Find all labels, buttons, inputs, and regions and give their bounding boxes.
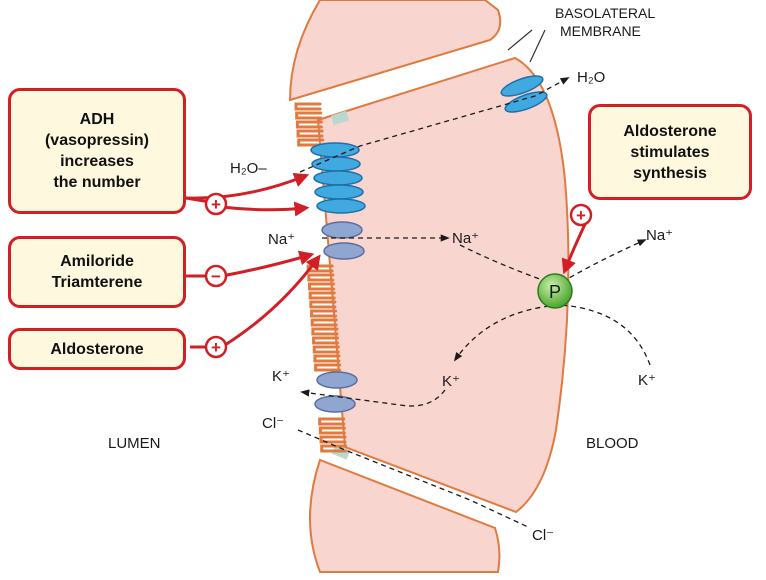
svg-text:+: +: [576, 206, 586, 225]
callout-line: the number: [53, 174, 141, 191]
basolateral-pointer-lines: [507, 29, 546, 63]
microvilli: [294, 102, 348, 453]
callout-line: increases: [60, 153, 134, 170]
sodium-to-pump-path: [459, 244, 549, 283]
callout-line: Aldosterone: [623, 122, 717, 140]
svg-text:−: −: [211, 267, 221, 286]
transport-paths: [297, 77, 651, 528]
potassium-channels: [314, 371, 358, 413]
minus-sign-amiloride: −: [204, 264, 228, 288]
upper-cell: [288, 0, 502, 102]
basolateral-aquaporin: [500, 75, 548, 113]
sodium-cell-label: Na⁺: [452, 230, 479, 247]
svg-text:+: +: [211, 195, 221, 214]
tight-junction-top: [330, 110, 350, 126]
callout-line: (vasopressin): [44, 132, 150, 149]
callout-line: Amiloride: [60, 253, 134, 270]
tubular-cell: [316, 56, 570, 514]
sodium-blood-label: Na⁺: [646, 227, 673, 244]
water-path: [299, 77, 570, 173]
potassium-out-path: [300, 389, 446, 407]
callout-line: Triamterene: [51, 274, 143, 291]
aldosterone-left-callout: Aldosterone: [8, 328, 186, 370]
lower-cell: [309, 458, 501, 573]
potassium-blood-label: K⁺: [638, 372, 656, 389]
chloride-path: [297, 429, 529, 528]
chloride-blood-label: Cl⁻: [532, 527, 554, 544]
basolateral-label-line1: BASOLATERAL: [555, 5, 655, 21]
sodium-channels: [321, 221, 365, 260]
lumen-label: LUMEN: [108, 435, 161, 452]
adh-callout: ADH (vasopressin) increases the number: [8, 88, 186, 214]
callout-line: ADH: [79, 111, 115, 128]
h2o-blood-label: H₂O: [577, 69, 605, 86]
aquaporin-channels: [310, 142, 366, 214]
aldosterone-right-callout: Aldosterone stimulates synthesis: [588, 104, 752, 200]
callout-line: Aldosterone: [50, 340, 144, 358]
svg-text:+: +: [211, 338, 221, 357]
callout-line: stimulates: [630, 143, 710, 161]
plus-sign-aldosterone-right: +: [569, 203, 593, 227]
plus-sign-aldosterone-left: +: [204, 335, 228, 359]
h2o-lumen-label: H₂O–: [230, 160, 267, 177]
plus-sign-adh: +: [204, 192, 228, 216]
chloride-lumen-label: Cl⁻: [262, 415, 284, 432]
basolateral-label-line2: MEMBRANE: [560, 23, 641, 39]
sodium-potassium-pump: P: [537, 273, 573, 309]
svg-text:P: P: [549, 282, 561, 302]
potassium-lumen-label: K⁺: [272, 368, 290, 385]
sodium-lumen-label: Na⁺: [268, 231, 295, 248]
regulatory-arrows: [185, 172, 588, 347]
blood-label: BLOOD: [586, 435, 639, 452]
potassium-cell-label: K⁺: [442, 373, 460, 390]
potassium-in-path: [453, 304, 651, 366]
sodium-out-path: [561, 239, 647, 283]
callout-line: synthesis: [633, 164, 707, 182]
